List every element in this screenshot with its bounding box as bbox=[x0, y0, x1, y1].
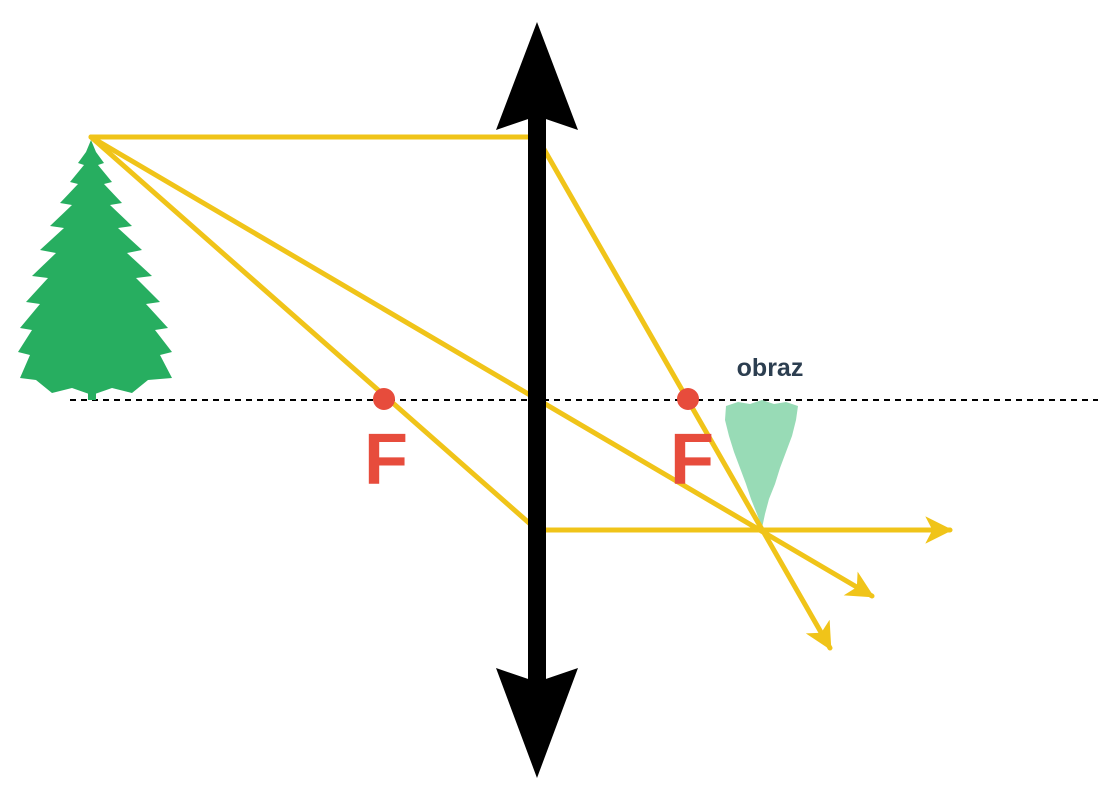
tree-icon bbox=[18, 140, 172, 400]
inverted-tree-icon bbox=[725, 400, 798, 528]
double-arrow-icon bbox=[496, 22, 578, 778]
focal-point-left bbox=[373, 388, 395, 410]
central-ray bbox=[88, 134, 875, 599]
parallel-ray bbox=[88, 134, 833, 651]
light-rays bbox=[88, 134, 953, 651]
focal-label-left: F bbox=[364, 420, 408, 500]
focal-point-right bbox=[677, 388, 699, 410]
focal-label-right: F bbox=[670, 420, 714, 500]
image-label: obraz bbox=[737, 354, 804, 382]
focal-ray bbox=[88, 134, 953, 544]
